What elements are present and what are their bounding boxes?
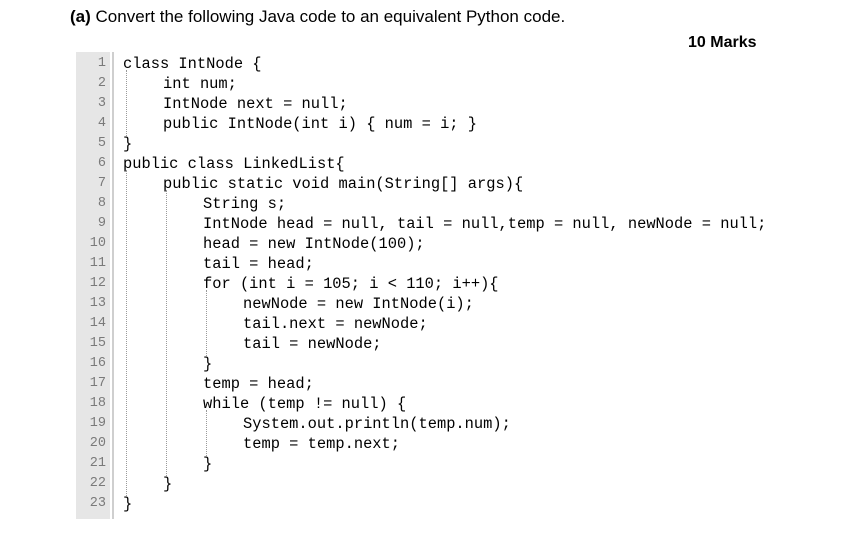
line-number: 15 [89, 336, 106, 351]
code-text: System.out.println(temp.num); [243, 415, 511, 433]
indent-guide [126, 70, 127, 136]
indent-guide [126, 170, 127, 496]
line-number: 1 [97, 56, 106, 71]
code-line: 15 tail = newNode; [76, 334, 836, 354]
code-line: 4 public IntNode(int i) { num = i; } [76, 114, 836, 134]
line-number: 22 [89, 476, 106, 491]
code-line: 8 String s; [76, 194, 836, 214]
line-number: 18 [89, 396, 106, 411]
code-text: } [123, 135, 133, 153]
line-number: 21 [89, 456, 106, 471]
code-text: } [203, 455, 213, 473]
line-number: 12 [89, 276, 106, 291]
code-line: 23} [76, 494, 836, 514]
code-text: IntNode next = null; [163, 95, 348, 113]
code-text: tail = head; [203, 255, 314, 273]
code-line: 13 newNode = new IntNode(i); [76, 294, 836, 314]
line-number: 13 [89, 296, 106, 311]
code-line: 11 tail = head; [76, 254, 836, 274]
code-line: 16} [76, 354, 836, 374]
line-number: 7 [97, 176, 106, 191]
code-line: 14 tail.next = newNode; [76, 314, 836, 334]
code-listing: 1 class IntNode { 2 int num; 3 IntNode next =… [76, 52, 836, 519]
code-text: public IntNode(int i) { num = i; } [163, 115, 478, 133]
code-text: tail = newNode; [243, 335, 382, 353]
line-number: 19 [89, 416, 106, 431]
code-text: temp = head; [203, 375, 314, 393]
code-text: } [123, 495, 133, 513]
line-number: 20 [89, 436, 106, 451]
code-text: public static void main(String[] args){ [163, 175, 524, 193]
code-text: } [203, 355, 213, 373]
code-line: 9 IntNode head = null, tail = null,temp =… [76, 214, 836, 234]
code-line: 17 temp = head; [76, 374, 836, 394]
code-line: 12 for (int i = 105; i < 110; i++){ [76, 274, 836, 294]
line-number: 10 [89, 236, 106, 251]
code-line: 2 int num; [76, 74, 836, 94]
code-line: 18 while (temp != null) { [76, 394, 836, 414]
line-number: 17 [89, 376, 106, 391]
code-text: head = new IntNode(100); [203, 235, 425, 253]
line-number: 14 [89, 316, 106, 331]
code-text: public class LinkedList{ [123, 155, 345, 173]
line-number-gutter [76, 52, 110, 519]
code-text: for (int i = 105; i < 110; i++){ [203, 275, 499, 293]
indent-guide [206, 290, 207, 356]
code-line: 20 temp = temp.next; [76, 434, 836, 454]
code-text: tail.next = newNode; [243, 315, 428, 333]
line-number: 4 [97, 116, 106, 131]
line-number: 9 [97, 216, 106, 231]
code-text: newNode = new IntNode(i); [243, 295, 474, 313]
gutter-divider [112, 52, 114, 519]
line-number: 3 [97, 96, 106, 111]
code-text: IntNode head = null, tail = null,temp = … [203, 215, 767, 233]
question-heading: (a) Convert the following Java code to a… [70, 6, 565, 28]
code-text: String s; [203, 195, 287, 213]
code-line: 3 IntNode next = null; [76, 94, 836, 114]
code-line: 22} [76, 474, 836, 494]
line-number: 16 [89, 356, 106, 371]
code-line: 10 head = new IntNode(100); [76, 234, 836, 254]
code-line: 6 public class LinkedList{ [76, 154, 836, 174]
code-text: } [163, 475, 173, 493]
code-line: 5} [76, 134, 836, 154]
code-line: 7 public static void main(String[] args){ [76, 174, 836, 194]
line-number: 5 [97, 136, 106, 151]
line-number: 6 [97, 156, 106, 171]
line-number: 23 [89, 496, 106, 511]
line-number: 2 [97, 76, 106, 91]
code-line: 21} [76, 454, 836, 474]
marks-label: 10 Marks [688, 34, 757, 51]
code-text: temp = temp.next; [243, 435, 401, 453]
question-part-label: (a) [70, 7, 91, 26]
code-text: class IntNode { [123, 55, 262, 73]
indent-guide [166, 190, 167, 476]
line-number: 8 [97, 196, 106, 211]
code-text: int num; [163, 75, 237, 93]
code-line: 1 class IntNode { [76, 54, 836, 74]
question-text: Convert the following Java code to an eq… [90, 7, 566, 26]
line-number: 11 [89, 256, 106, 271]
code-line: 19 System.out.println(temp.num); [76, 414, 836, 434]
code-text: while (temp != null) { [203, 395, 407, 413]
indent-guide [206, 410, 207, 456]
